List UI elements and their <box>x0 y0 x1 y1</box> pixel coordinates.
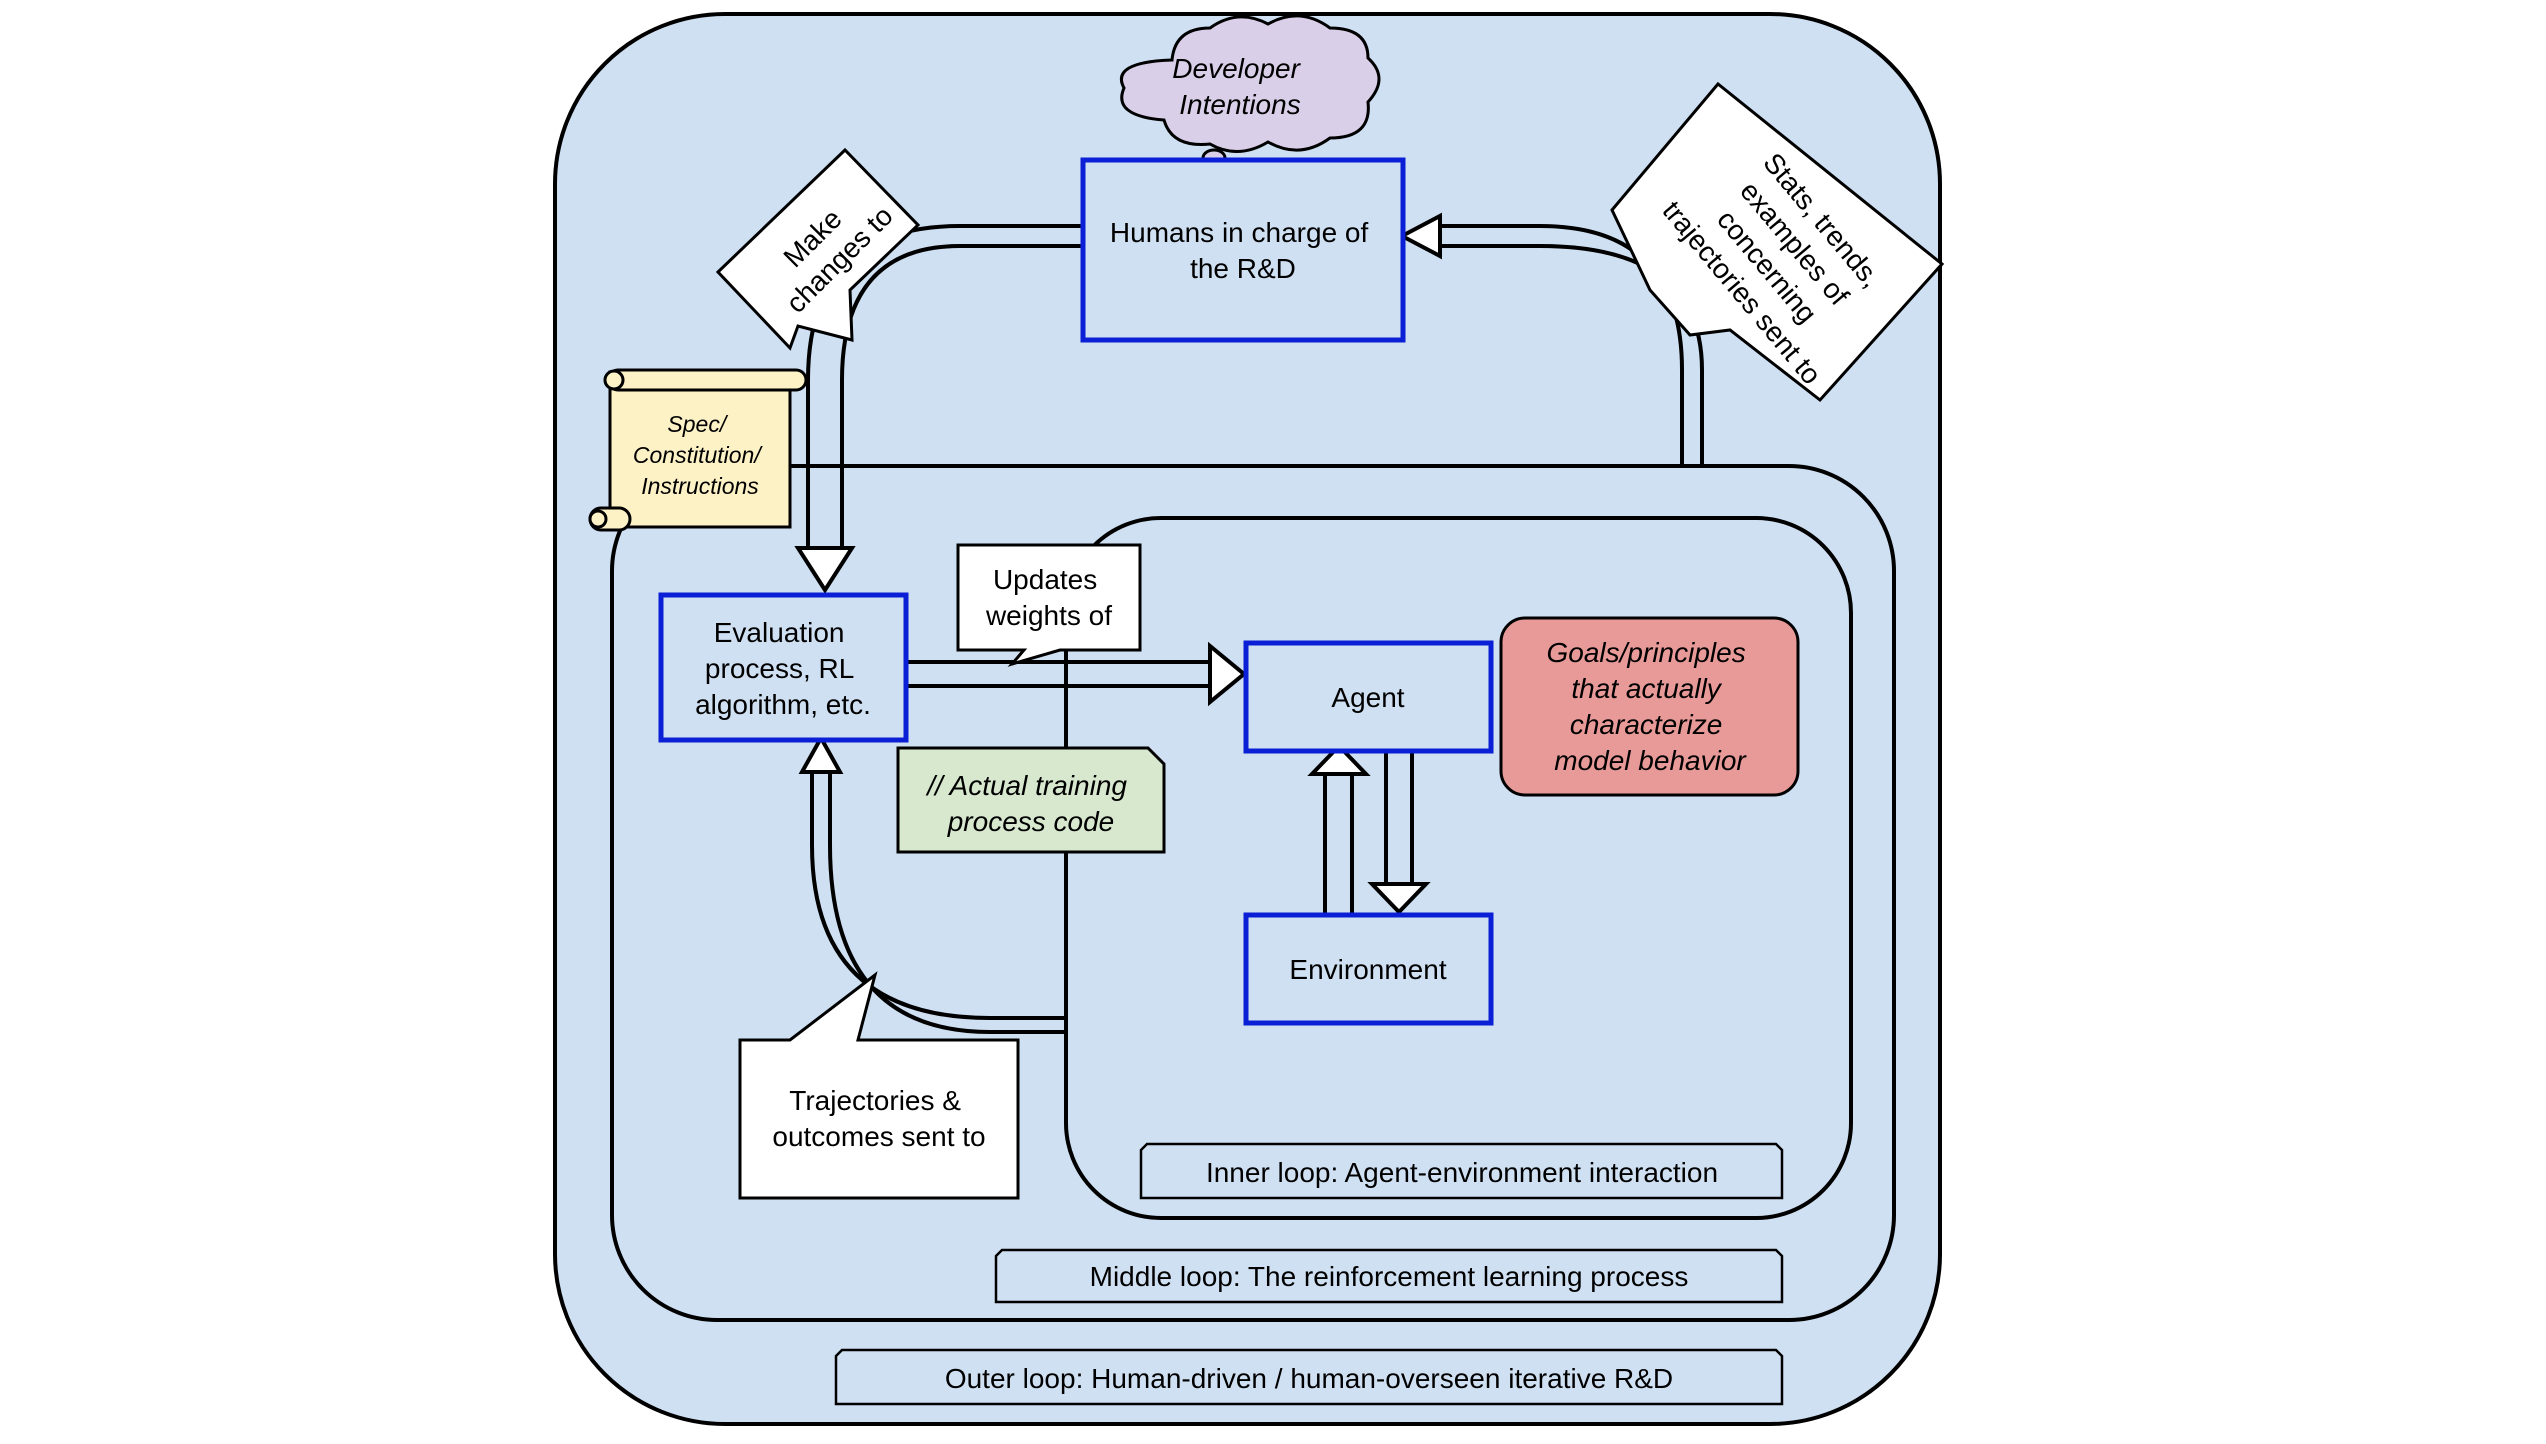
environment-box: Environment <box>1243 912 1494 1026</box>
make-changes-arrowhead <box>794 546 856 594</box>
evaluation-text: Evaluation process, RL algorithm, etc. <box>695 617 871 720</box>
evaluation-process-box: Evaluation process, RL algorithm, etc. <box>658 592 909 743</box>
outer-loop-text: Outer loop: Human-driven / human-oversee… <box>945 1363 1673 1394</box>
spec-text: Spec/ Constitution/ Instructions <box>633 411 767 499</box>
environment-text: Environment <box>1289 954 1446 985</box>
humans-in-charge-text: Humans in charge of the R&D <box>1110 217 1376 284</box>
updates-arrowhead <box>1208 641 1248 707</box>
agent-box: Agent <box>1243 640 1494 754</box>
agent-to-env-arrowhead <box>1367 882 1431 915</box>
middle-loop-label: Middle loop: The reinforcement learning … <box>994 1248 1784 1304</box>
agent-to-env-arrow <box>1384 748 1414 885</box>
goals-text: Goals/principles that actually character… <box>1547 637 1754 776</box>
middle-loop-text: Middle loop: The reinforcement learning … <box>1090 1261 1689 1292</box>
trajectories-callout: Trajectories & outcomes sent to <box>738 971 1020 1200</box>
training-code-text: // Actual training process code <box>925 770 1135 837</box>
updates-weights-text: Updates weights of <box>985 564 1112 631</box>
updates-weights-callout: Updates weights of <box>956 543 1142 667</box>
trajectories-arrowhead <box>798 733 844 774</box>
humans-in-charge-box: Humans in charge of the R&D <box>1080 157 1406 343</box>
outer-loop-label: Outer loop: Human-driven / human-oversee… <box>834 1348 1784 1406</box>
make-changes-callout: Make changes to <box>715 147 921 351</box>
trajectories-text: Trajectories & outcomes sent to <box>772 1085 985 1152</box>
inner-loop-text: Inner loop: Agent-environment interactio… <box>1206 1157 1718 1188</box>
agent-text: Agent <box>1331 682 1404 713</box>
stats-arrowhead <box>1397 212 1442 260</box>
env-to-agent-arrowhead <box>1307 743 1371 776</box>
env-to-agent-arrow <box>1323 772 1354 915</box>
developer-intentions-text: Developer Intentions <box>1172 53 1307 120</box>
training-code-note: // Actual training process code <box>896 746 1166 854</box>
updates-arrow <box>903 660 1212 688</box>
goals-principles-box: Goals/principles that actually character… <box>1499 616 1800 797</box>
spec-constitution-scroll: Spec/ Constitution/ Instructions <box>588 368 808 532</box>
inner-loop-label: Inner loop: Agent-environment interactio… <box>1139 1142 1784 1200</box>
